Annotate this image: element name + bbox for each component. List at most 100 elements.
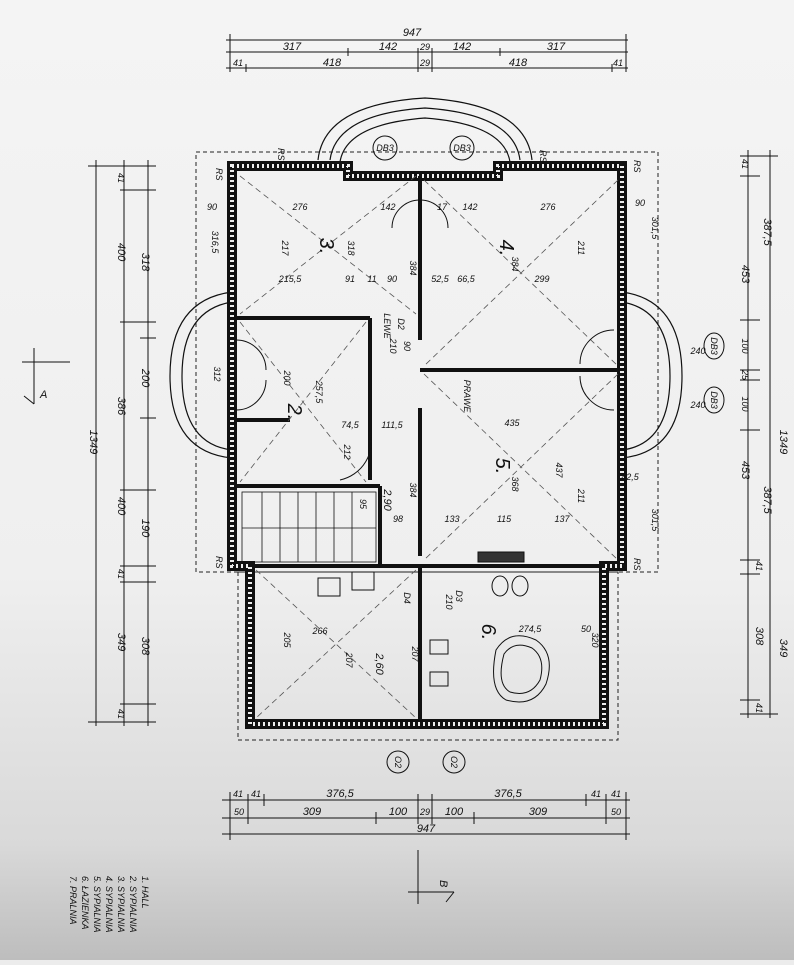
o2-tag-right-circle [442,750,466,774]
bottom-dimension-chains [222,792,630,840]
r7-dim-205: 205 [282,631,292,648]
r5-dim-301: 301,5 [650,509,660,533]
r2-dim-95: 95 [358,499,368,510]
o2-tag-left-circle [386,750,410,774]
top-dimension-chains [226,34,628,72]
bottom-dim-41d: 41 [611,789,621,799]
r5-dim-c: 133 [444,514,459,524]
top-dim-3: 29 [419,42,430,52]
right-dim-349: 349 [777,639,789,657]
left-dim-400a: 400 [115,243,127,262]
room-diagonals [239,175,619,719]
top-dim-4: 142 [453,41,471,53]
top-dim-8: 29 [419,58,430,68]
r6-dim-d: 50 [581,624,591,634]
db3-right-bottom-circle [703,386,725,414]
db3-right-top-size: 240 [689,346,705,356]
r5-dim-e: 137 [554,514,570,524]
r3-dim-f: 90 [387,274,397,284]
r4-dim-f: 299 [533,274,549,284]
bottom-dim-41c: 41 [591,789,601,799]
right-dim-100b: 100 [740,396,750,411]
right-dimension-chains [740,150,778,718]
section-mark-b [408,850,455,904]
r6-dim-207: 207 [410,645,420,662]
r3-dim-384: 384 [408,260,418,275]
r7-dim-207: 207 [344,651,354,668]
rs-mark-5: RS [632,558,642,571]
left-inner-190: 190 [139,519,151,538]
db3-tag-left-circle [372,135,398,161]
r6-dim-320: 320 [590,632,600,647]
bottom-dim-29: 29 [419,807,430,817]
r5-dim-d: 115 [497,514,512,524]
legend-item-3: 3. SYPIALNIA [116,876,126,933]
r4-dim-211: 211 [576,240,586,255]
r4-dim-90: 90 [635,198,645,208]
db3-tag-top-right: DB3 [453,143,471,153]
right-dim-453b: 453 [739,461,751,480]
section-b-label: B [437,880,449,887]
legend-item-1: 1. HALL [140,876,150,909]
right-dim-100a: 100 [740,338,750,353]
right-total-dim: 1349 [777,430,789,454]
r3-dim-a: 276 [291,202,307,212]
r4-dim-a: 17 [437,202,448,212]
rs-mark-1: RS [214,168,224,181]
rs-mark-2: RS [538,150,548,163]
left-dim-41b: 41 [116,569,126,579]
r2-dim-257: 257,5 [314,380,324,405]
bottom-total-dim: 947 [417,823,436,835]
room-6-label: 6. [477,624,499,641]
side-bay-windows [169,291,683,459]
bathtub [493,635,550,703]
left-dim-400b: 400 [115,497,127,516]
db3-tag-top-left: DB3 [376,143,394,153]
door-d2-width: 90 [402,341,412,351]
r5-dim-a: 435 [504,418,520,428]
top-dim-9: 418 [509,57,528,69]
room-legend: 1. HALL 2. SYPIALNIA 3. SYPIALNIA 4. SYP… [68,875,150,933]
top-dim-5: 317 [547,41,566,53]
bottom-dim-376a: 376,5 [326,788,354,800]
db3-right-top-circle [703,332,725,360]
lower-outline [237,571,619,741]
right-dim-453a: 453 [739,265,751,284]
door-d3-tag: D3 [454,590,464,602]
bottom-dim-100b: 100 [445,806,464,818]
r2-dim-e: 111,5 [381,420,403,430]
bottom-dim-50b: 50 [611,807,621,817]
top-bay-window [317,97,533,163]
r5-dim-42: 42,5 [621,472,640,482]
level-mark-1: 2,90 [381,488,393,511]
room-3-label: 3. [315,238,337,255]
right-dim-387a: 387,5 [761,218,773,246]
r4-dim-301: 301,5 [650,217,660,241]
r3-dim-318: 318 [346,240,356,255]
section-a-label: A [39,389,47,401]
top-dim-1: 317 [283,41,302,53]
bottom-dim-100a: 100 [389,806,408,818]
door-d2-tag: D2 [396,318,406,330]
left-total-dim: 1349 [87,430,99,454]
bottom-dim-376b: 376,5 [494,788,522,800]
right-dim-387b: 387,5 [761,486,773,514]
top-total-dim: 947 [403,27,422,39]
room-4-label: 4. [495,240,517,257]
o2-tag-left: O2 [393,756,403,768]
o2-tag-right: O2 [449,756,459,768]
db3-tag-right-circle [449,135,475,161]
right-dim-41b: 41 [754,561,764,571]
bottom-dim-50a: 50 [234,807,244,817]
staircase [241,491,377,563]
door-d2-lewe: LEWE [382,313,392,340]
r5-dim-437: 437 [554,462,564,478]
r5-dim-b: 98 [393,514,403,524]
outer-walls [227,161,627,729]
legend-item-6: 6. ŁAZIENKA [80,876,90,930]
bottom-dim-309a: 309 [303,806,321,818]
legend-item-5: 5. SYPIALNIA [92,876,102,933]
left-inner-318: 318 [139,253,151,272]
left-dim-386: 386 [115,397,127,416]
